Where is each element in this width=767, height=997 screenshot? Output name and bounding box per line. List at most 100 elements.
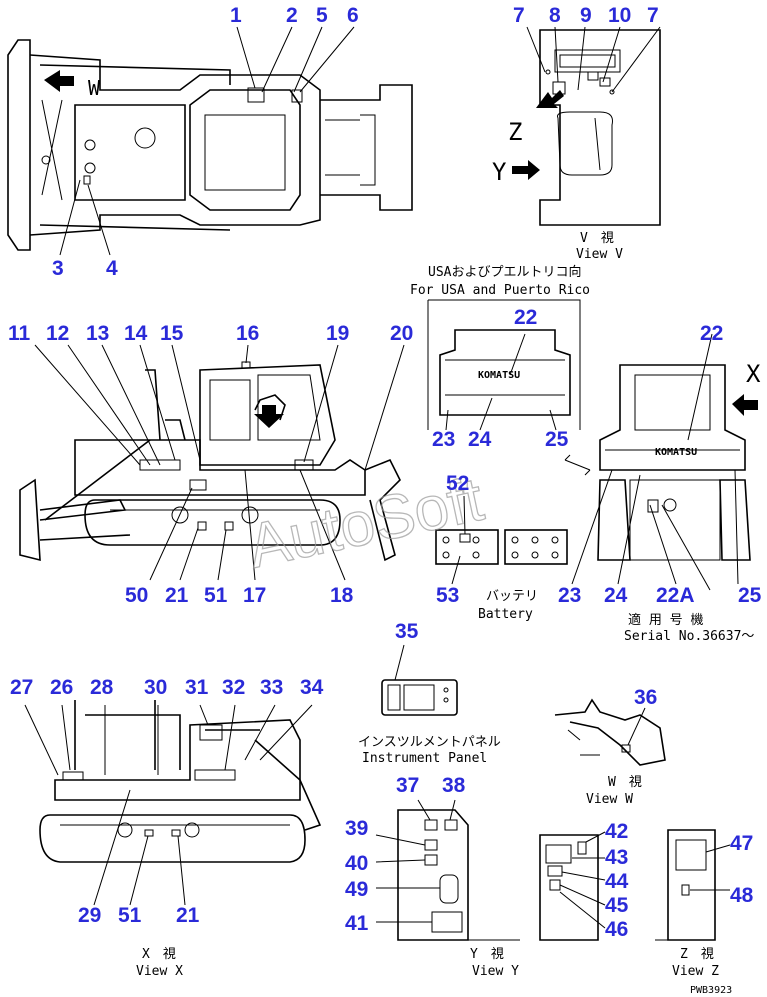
callout-23b: 23 xyxy=(558,584,581,607)
callout-5: 5 xyxy=(316,4,328,27)
callout-47: 47 xyxy=(730,832,753,855)
view-w-drawing: W 視 View W xyxy=(554,698,666,807)
callout-32: 32 xyxy=(222,676,245,699)
arrow-w-label: W xyxy=(88,76,101,100)
serial-caption-jp: 適 用 号 機 xyxy=(628,612,703,628)
view-z-drawing: Z 視 View Z xyxy=(655,829,731,979)
callout-43: 43 xyxy=(605,846,628,869)
arrow-x-label: X xyxy=(746,360,761,388)
callout-53: 53 xyxy=(436,584,459,607)
arrow-down-icon xyxy=(254,405,284,428)
callout-21b: 21 xyxy=(176,904,200,927)
callout-15: 15 xyxy=(160,322,184,345)
callout-28: 28 xyxy=(90,676,114,699)
view-v-caption: View V xyxy=(576,247,623,262)
callout-36: 36 xyxy=(634,686,657,709)
callout-2: 2 xyxy=(286,4,298,27)
callout-24a: 24 xyxy=(468,428,492,451)
callout-33: 33 xyxy=(260,676,283,699)
view-x-drawing: X 視 View X xyxy=(24,700,322,979)
arrow-y-label: Y xyxy=(492,158,507,186)
callout-31: 31 xyxy=(185,676,209,699)
rear-view-drawing: KOMATSU X 適 用 号 機 Serial No.36637～ xyxy=(564,333,761,644)
instrument-panel-drawing: インスツルメントパネル Instrument Panel xyxy=(358,644,501,766)
usa-caption: For USA and Puerto Rico xyxy=(410,283,590,298)
parts-42-46-drawing xyxy=(539,831,606,941)
callout-12: 12 xyxy=(46,322,69,345)
callout-51a: 51 xyxy=(204,584,228,607)
battery-caption-jp: バッテリ xyxy=(486,589,538,604)
brand-logo-b: KOMATSU xyxy=(655,447,697,458)
callout-42: 42 xyxy=(605,820,628,843)
callout-22a: 22 xyxy=(514,306,537,329)
view-z-caption: View Z xyxy=(672,964,719,979)
callout-48: 48 xyxy=(730,884,754,907)
callout-6: 6 xyxy=(347,4,359,27)
callout-45: 45 xyxy=(605,894,629,917)
callout-16: 16 xyxy=(236,322,259,345)
callout-8: 8 xyxy=(549,4,561,27)
callout-25b: 25 xyxy=(738,584,762,607)
callout-23a: 23 xyxy=(432,428,455,451)
callout-26: 26 xyxy=(50,676,73,699)
callout-4: 4 xyxy=(106,257,118,280)
drawing-code: PWB3923 xyxy=(690,985,732,996)
callout-25a: 25 xyxy=(545,428,569,451)
callout-46: 46 xyxy=(605,918,628,941)
callout-50: 50 xyxy=(125,584,148,607)
arrow-y-icon xyxy=(512,160,540,180)
callout-11: 11 xyxy=(8,322,31,345)
callout-7a: 7 xyxy=(513,4,525,27)
callout-19: 19 xyxy=(326,322,349,345)
view-y-caption: View Y xyxy=(472,964,519,979)
callout-numbers: 1 2 5 6 3 4 7 8 9 10 7 11 12 13 14 15 16… xyxy=(8,4,762,941)
view-v-caption-jp: V 視 xyxy=(580,231,614,246)
usa-rear-view-drawing: USAおよびプエルトリコ向 For USA and Puerto Rico KO… xyxy=(410,264,590,431)
callout-27: 27 xyxy=(10,676,33,699)
callout-39: 39 xyxy=(345,817,368,840)
view-z-caption-jp: Z 視 xyxy=(680,947,714,962)
callout-9: 9 xyxy=(580,4,592,27)
callout-10: 10 xyxy=(608,4,631,27)
callout-40: 40 xyxy=(345,852,368,875)
callout-35: 35 xyxy=(395,620,419,643)
panel-caption-jp: インスツルメントパネル xyxy=(358,735,501,750)
arrow-w-icon xyxy=(44,70,74,92)
callout-49: 49 xyxy=(345,878,368,901)
callout-20: 20 xyxy=(390,322,413,345)
serial-caption: Serial No.36637～ xyxy=(624,629,754,644)
view-y-caption-jp: Y 視 xyxy=(470,947,504,962)
view-y-drawing: Y 視 View Y xyxy=(375,799,520,979)
usa-caption-jp: USAおよびプエルトリコ向 xyxy=(428,264,581,280)
callout-41: 41 xyxy=(345,912,369,935)
callout-22A: 22A xyxy=(656,584,695,607)
side-view-drawing xyxy=(19,26,661,581)
callout-30: 30 xyxy=(144,676,167,699)
callout-44: 44 xyxy=(605,870,629,893)
callout-37: 37 xyxy=(396,774,419,797)
callout-17: 17 xyxy=(243,584,266,607)
arrow-z-label: Z xyxy=(508,118,522,146)
callout-22b: 22 xyxy=(700,322,723,345)
callout-21a: 21 xyxy=(165,584,189,607)
callout-13: 13 xyxy=(86,322,109,345)
callout-24b: 24 xyxy=(604,584,628,607)
brand-logo-a: KOMATSU xyxy=(478,370,520,381)
callout-51b: 51 xyxy=(118,904,142,927)
top-view-drawing: W xyxy=(7,39,413,251)
view-v-drawing: Z Y V 視 View V xyxy=(492,29,661,262)
callout-1: 1 xyxy=(230,4,242,27)
battery-drawing: バッテリ Battery xyxy=(435,495,568,622)
view-x-caption-jp: X 視 xyxy=(142,947,176,962)
callout-18: 18 xyxy=(330,584,354,607)
arrow-x-icon xyxy=(732,394,758,416)
callout-52: 52 xyxy=(446,472,469,495)
view-w-caption-jp: W 視 xyxy=(608,775,642,790)
view-w-caption: View W xyxy=(586,792,633,807)
callout-3: 3 xyxy=(52,257,64,280)
callout-7b: 7 xyxy=(647,4,659,27)
callout-29: 29 xyxy=(78,904,101,927)
view-x-caption: View X xyxy=(136,964,183,979)
panel-caption: Instrument Panel xyxy=(362,751,487,766)
battery-caption: Battery xyxy=(478,607,533,622)
